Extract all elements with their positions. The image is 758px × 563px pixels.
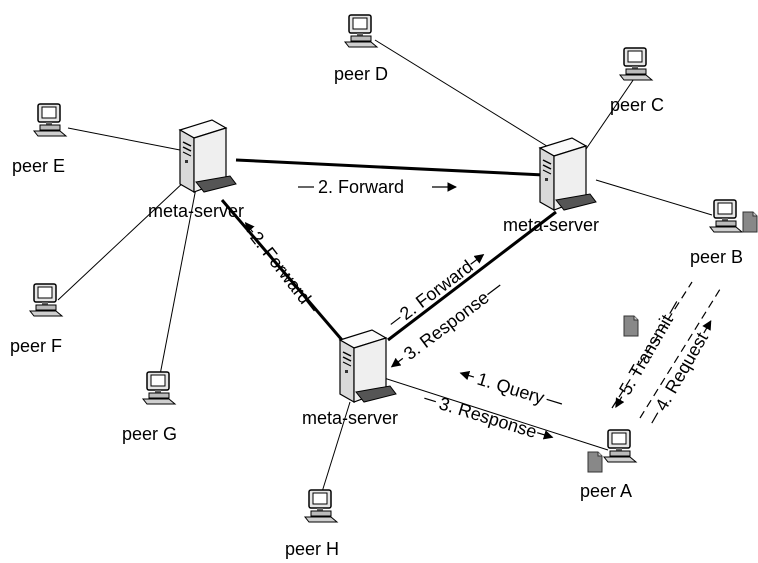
peer-c-label: peer C — [610, 95, 664, 115]
forward-left-label: 2. Forward — [246, 228, 315, 308]
edge-peer-h-server-bottom — [321, 401, 351, 493]
transmit-tail — [669, 301, 678, 314]
meta-server-left: meta-server — [148, 119, 244, 221]
edge-server-left-server-bottom — [220, 199, 344, 341]
peer-b: peer B — [690, 199, 758, 267]
response-bottom-arrow — [537, 430, 554, 440]
document-icon — [742, 211, 758, 233]
response-diag-arrow — [390, 357, 404, 368]
edge-peer-c-server-right — [581, 69, 641, 156]
forward-top-label: 2. Forward — [318, 177, 404, 197]
request-tail — [651, 412, 659, 424]
forward-left-arrow — [244, 221, 255, 233]
peer-c: peer C — [610, 47, 664, 115]
server-tower-icon — [539, 137, 597, 211]
peer-d-label: peer D — [334, 64, 388, 84]
response-bottom-tail — [424, 397, 437, 403]
query-arrow — [459, 370, 475, 381]
forward-diag-arrow — [470, 254, 485, 265]
computer-icon — [344, 14, 378, 48]
server-right-label: meta-server — [503, 215, 599, 235]
computer-icon — [619, 47, 653, 81]
peer-h: peer H — [285, 489, 339, 559]
response-diag-tail — [487, 284, 501, 296]
peer-a: peer A — [580, 429, 637, 501]
computer-icon — [603, 429, 637, 463]
edge-server-left-server-right — [235, 158, 545, 177]
query-tail — [546, 398, 563, 405]
document-icon — [623, 315, 639, 337]
server-tower-icon — [179, 119, 237, 193]
edge-peer-a-server-bottom — [383, 377, 609, 451]
peer-f: peer F — [10, 283, 63, 356]
meta-server-bottom: meta-server — [302, 329, 398, 428]
peer-g: peer G — [122, 371, 177, 444]
meta-server-right: meta-server — [503, 137, 599, 235]
computer-icon — [304, 489, 338, 523]
edge-peer-f-server-left — [57, 179, 187, 301]
peer-d: peer D — [334, 14, 388, 84]
server-bottom-label: meta-server — [302, 408, 398, 428]
peer-b-label: peer B — [690, 247, 743, 267]
edge-peer-d-server-right — [374, 39, 551, 149]
forward-left-tail — [305, 299, 315, 312]
computer-icon — [142, 371, 176, 405]
computer-icon — [33, 103, 67, 137]
edge-transmit-dashed — [611, 281, 693, 409]
peer-e-label: peer E — [12, 156, 65, 176]
document-icon — [587, 451, 603, 473]
computer-icon — [29, 283, 63, 317]
query-label: 1. Query — [475, 369, 547, 408]
peer-g-label: peer G — [122, 424, 177, 444]
edge-server-bottom-server-right — [387, 210, 557, 342]
peer-h-label: peer H — [285, 539, 339, 559]
peer-a-label: peer A — [580, 481, 632, 501]
server-tower-icon — [339, 329, 397, 403]
server-left-label: meta-server — [148, 201, 244, 221]
peer-e: peer E — [12, 103, 67, 176]
request-arrow — [702, 320, 712, 334]
edge-peer-e-server-left — [67, 127, 181, 151]
forward-diag-tail — [390, 316, 401, 325]
transmit-arrow — [615, 396, 625, 408]
edge-peer-g-server-left — [159, 187, 197, 376]
computer-icon — [709, 199, 743, 233]
edge-peer-b-server-right — [595, 179, 713, 216]
peer-f-label: peer F — [10, 336, 62, 356]
